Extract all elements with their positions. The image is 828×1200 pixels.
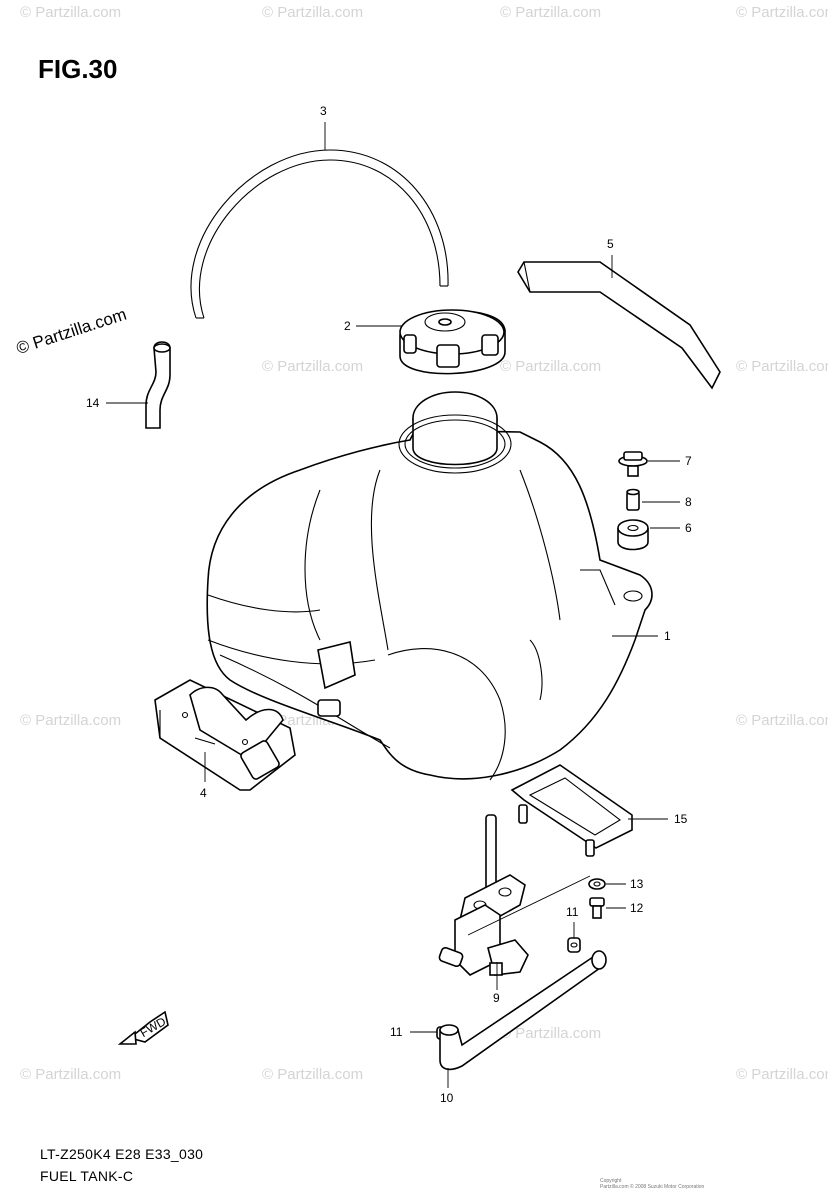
watermark: © Partzilla.com	[262, 1066, 364, 1083]
watermark: © Partzilla.com	[500, 1025, 602, 1042]
callout-5: 5	[607, 237, 614, 251]
callout-2: 2	[344, 319, 351, 333]
model-code: LT-Z250K4 E28 E33_030	[40, 1146, 204, 1162]
callout-12: 12	[630, 901, 644, 915]
fuel-valve	[438, 814, 529, 976]
callout-9: 9	[493, 991, 500, 1005]
fuel-tank	[206, 391, 653, 781]
watermark: © Partzilla.com	[20, 712, 122, 729]
part-name: FUEL TANK-C	[40, 1168, 134, 1184]
callout-3: 3	[320, 104, 327, 118]
leader-line	[467, 875, 591, 936]
figure-title: FIG.30	[38, 54, 118, 84]
fuel-cap	[399, 309, 506, 375]
callout-11: 11	[390, 1025, 403, 1039]
copyright-line: Copyright	[600, 1178, 622, 1184]
callout-8: 8	[685, 495, 692, 509]
watermark: © Partzilla.com	[262, 4, 364, 21]
copyright-note: Copyright Partzilla.com © 2008 Suzuki Mo…	[600, 1178, 704, 1190]
copyright-line: Partzilla.com © 2008 Suzuki Motor Corpor…	[600, 1184, 705, 1190]
callout-7: 7	[685, 454, 692, 468]
callout-4: 4	[200, 786, 207, 800]
callout-1: 1	[664, 629, 671, 643]
callout-14: 14	[86, 396, 100, 410]
watermark: © Partzilla.com	[500, 358, 602, 375]
watermark: © Partzilla.com	[262, 358, 364, 375]
watermark: © Partzilla.com	[736, 712, 828, 729]
forward-arrow-icon: FWD	[117, 1010, 169, 1045]
callout-13: 13	[630, 877, 644, 891]
collar	[626, 488, 640, 511]
callout-15: 15	[674, 812, 688, 826]
watermark: © Partzilla.com	[500, 4, 602, 21]
bolt	[618, 451, 648, 477]
washer	[588, 878, 606, 890]
hose-clamp	[567, 937, 581, 953]
watermark: © Partzilla.com	[736, 4, 828, 21]
callout-11: 11	[566, 905, 579, 919]
small-hose	[145, 341, 171, 429]
watermark: © Partzilla.com	[736, 1066, 828, 1083]
tank-strap	[517, 261, 721, 390]
screw	[589, 897, 605, 919]
watermark: © Partzilla.com	[20, 1066, 122, 1083]
cushion	[617, 519, 649, 551]
callout-10: 10	[440, 1091, 454, 1105]
breather-hose	[190, 149, 449, 319]
lower-bracket	[510, 764, 633, 857]
fuel-hose	[439, 950, 607, 1071]
watermark: © Partzilla.com	[736, 358, 828, 375]
callout-6: 6	[685, 521, 692, 535]
tank-bracket	[154, 679, 296, 791]
watermark: © Partzilla.com	[20, 4, 122, 21]
